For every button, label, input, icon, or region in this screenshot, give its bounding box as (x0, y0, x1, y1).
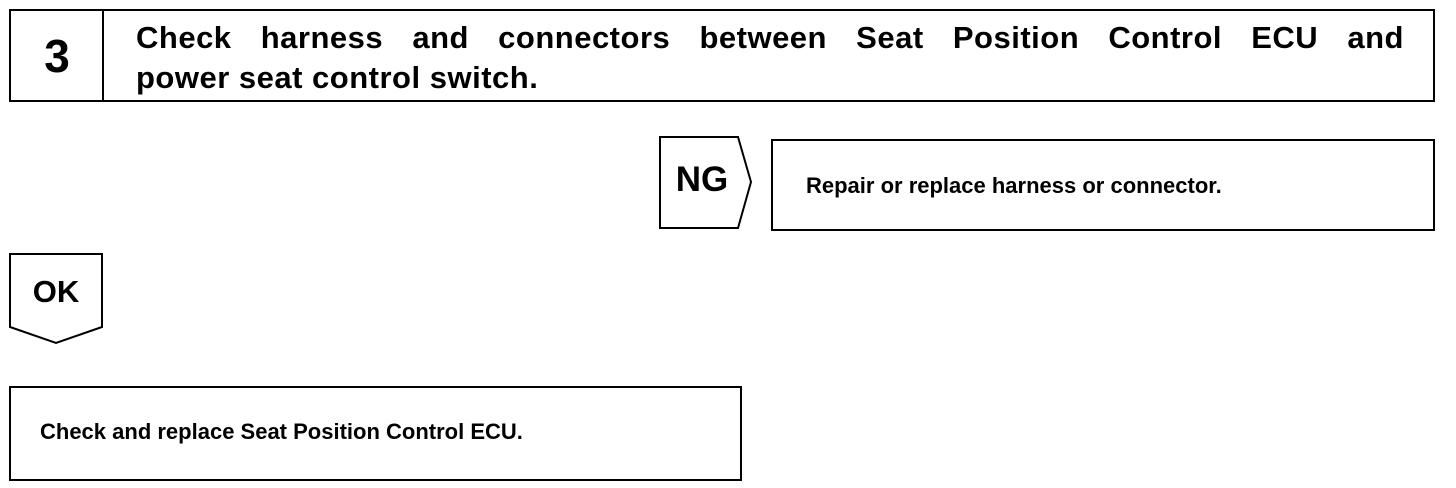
ng-arrow-tag (659, 136, 753, 229)
ok-result-box (9, 386, 742, 481)
step-header-box (9, 9, 1435, 102)
step-title: Check harness and connectors between Sea… (136, 18, 1404, 98)
ng-result-box (771, 139, 1435, 231)
ok-result-text: Check and replace Seat Position Control … (40, 419, 523, 444)
step-title-line-2: power seat control switch. (136, 60, 539, 95)
step-number: 3 (44, 30, 70, 82)
ok-label: OK (32, 274, 80, 309)
ok-arrow-tag (9, 253, 103, 345)
ng-label: NG (675, 160, 729, 199)
ng-result-text: Repair or replace harness or connector. (806, 173, 1222, 198)
step-title-line-1: Check harness and connectors between Sea… (136, 20, 1404, 55)
